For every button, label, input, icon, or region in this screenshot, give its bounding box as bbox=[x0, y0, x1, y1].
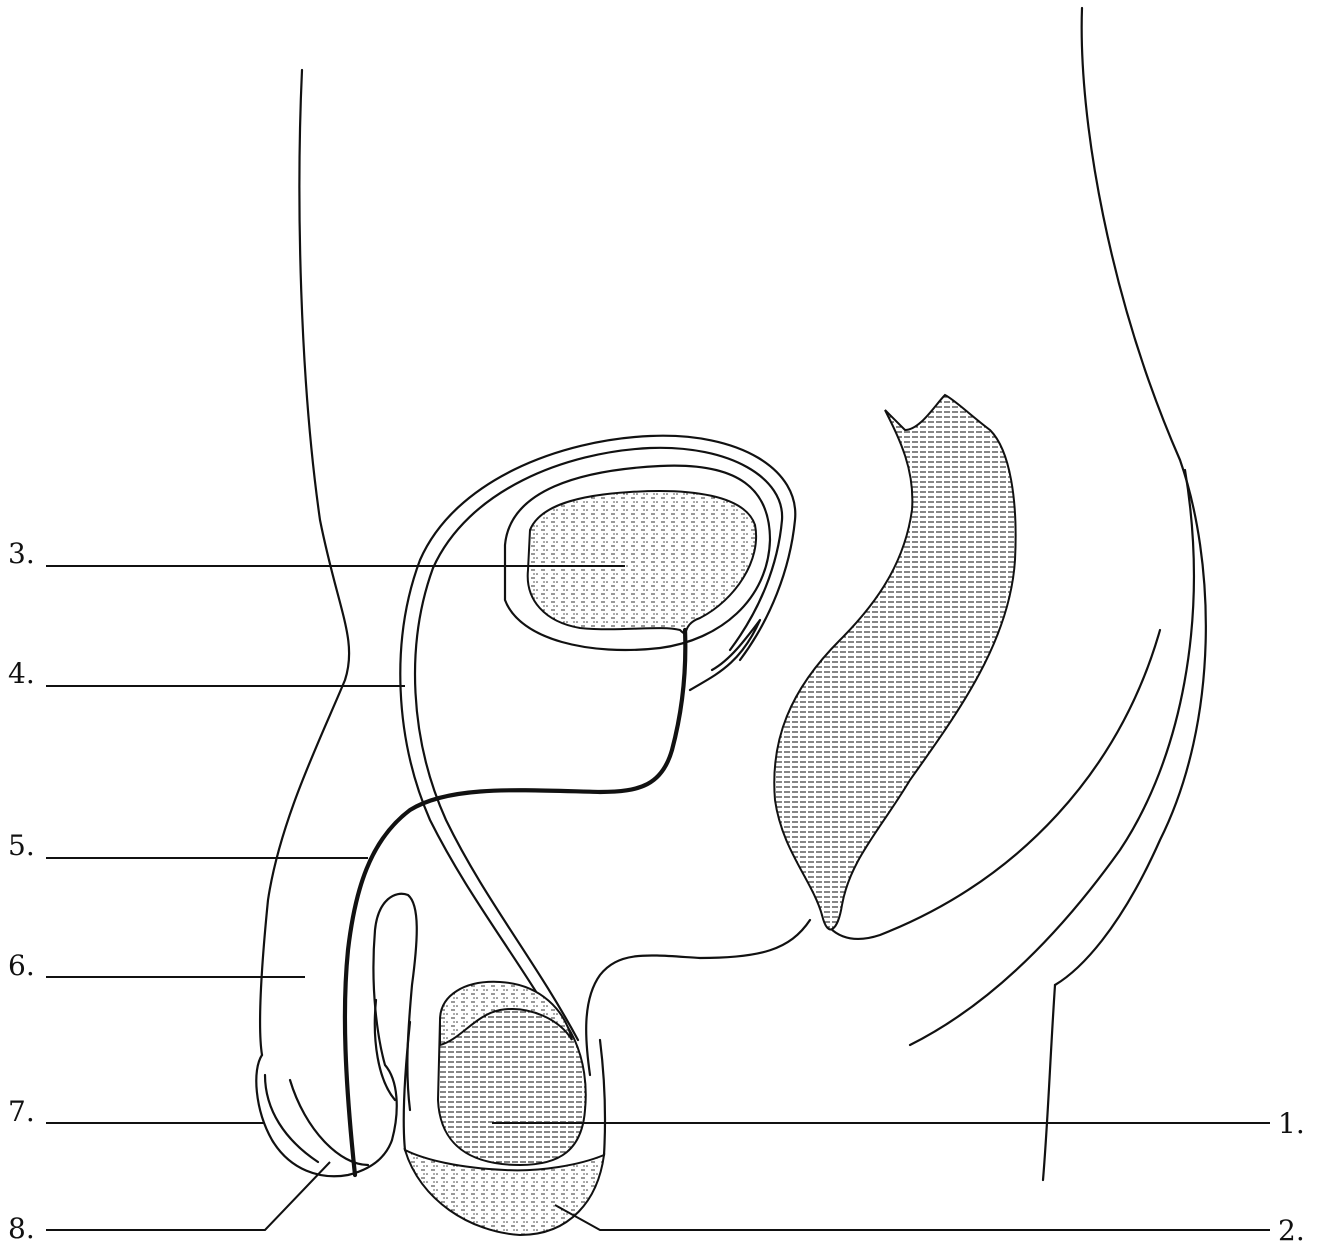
leader-2 bbox=[555, 1205, 1270, 1230]
seminal-vesicle bbox=[690, 620, 760, 690]
back-outline bbox=[1055, 8, 1206, 985]
label-7: 7. bbox=[8, 1095, 35, 1128]
perineum-outline bbox=[586, 920, 810, 1075]
label-5: 5. bbox=[8, 829, 35, 862]
penis-outline bbox=[256, 894, 416, 1176]
label-8: 8. bbox=[8, 1212, 35, 1245]
foreskin-line bbox=[375, 1000, 395, 1100]
rectum bbox=[774, 395, 1015, 929]
label-3: 3. bbox=[8, 537, 35, 570]
leg-back-outline bbox=[1043, 985, 1055, 1180]
label-6: 6. bbox=[8, 949, 35, 982]
label-1: 1. bbox=[1278, 1107, 1305, 1140]
label-2: 2. bbox=[1278, 1214, 1305, 1247]
label-4: 4. bbox=[8, 657, 35, 690]
abdomen-outline bbox=[260, 70, 349, 1055]
bladder bbox=[528, 491, 756, 633]
leader-8 bbox=[46, 1162, 330, 1230]
